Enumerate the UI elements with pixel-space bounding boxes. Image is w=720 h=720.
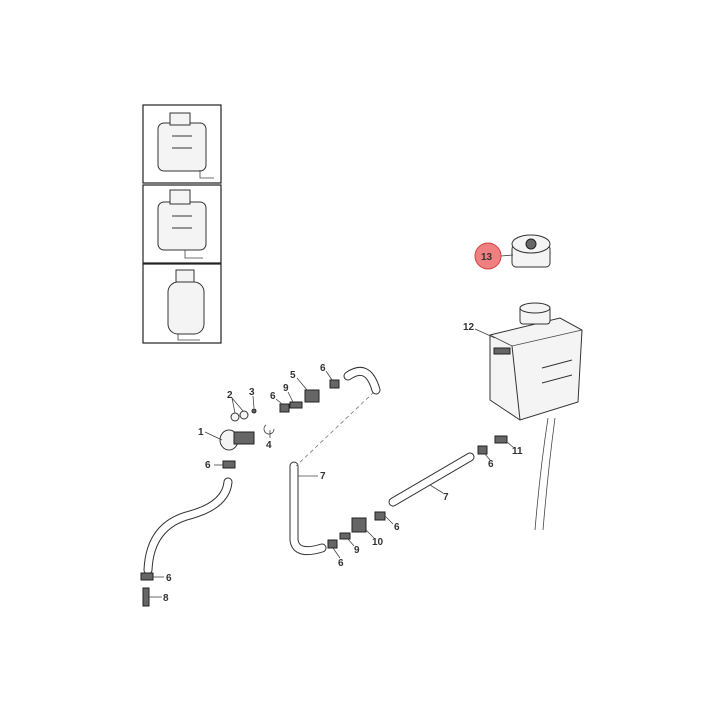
inset-variant-1: [142, 104, 222, 184]
leader-lines: [149, 254, 515, 598]
callout-9: 9: [283, 383, 289, 394]
callout-6: 6: [205, 460, 211, 471]
part-clamp-6d: [374, 511, 386, 521]
part-oring-2a: [230, 412, 240, 422]
part-clamp-6e: [327, 539, 338, 549]
part-clip-4: [263, 424, 275, 435]
callout-6: 6: [394, 522, 400, 533]
hose-center: [289, 461, 327, 556]
part-connector-5: [304, 389, 320, 403]
hose-top-elbow: [343, 366, 381, 395]
inset-variant-2: [142, 184, 222, 264]
callout-7: 7: [443, 492, 449, 503]
callout-3: 3: [249, 387, 255, 398]
callout-6: 6: [166, 573, 172, 584]
part-clamp-6c: [222, 460, 236, 469]
part-fitting-1: [219, 429, 255, 451]
part-connector-10: [351, 517, 367, 533]
part-oring-2b: [239, 410, 249, 420]
callout-6: 6: [270, 391, 276, 402]
routing-line: [295, 391, 375, 467]
part-reservoir-tank-12: [489, 302, 583, 421]
inset-variant-3: [142, 263, 222, 344]
tank-hoses: [534, 417, 556, 531]
callout-6: 6: [338, 558, 344, 569]
part-connector-9: [289, 401, 303, 409]
callout-10: 10: [372, 537, 384, 548]
part-fitting-8: [142, 587, 150, 607]
callout-4: 4: [266, 440, 272, 451]
callout-1: 1: [198, 427, 204, 438]
part-clamp-6g: [140, 572, 154, 581]
callout-11: 11: [512, 446, 523, 457]
part-clamp-6: [279, 403, 290, 413]
part-fitting-11: [494, 435, 508, 444]
callout-2: 2: [227, 390, 233, 401]
part-clamp-6b: [329, 379, 340, 389]
callout-6: 6: [320, 363, 326, 374]
part-cap-13: [511, 234, 551, 268]
callout-8: 8: [163, 593, 169, 604]
part-connector-9b: [339, 532, 351, 540]
callout-5: 5: [290, 370, 296, 381]
hose-long: [388, 452, 475, 507]
callout-13: 13: [481, 252, 493, 263]
part-clamp-6f: [477, 445, 488, 455]
callout-6: 6: [488, 459, 494, 470]
hose-left: [143, 477, 233, 575]
part-ring-3: [251, 408, 257, 414]
callout-12: 12: [463, 322, 475, 333]
callout-9: 9: [354, 545, 360, 556]
callout-7: 7: [320, 471, 326, 482]
